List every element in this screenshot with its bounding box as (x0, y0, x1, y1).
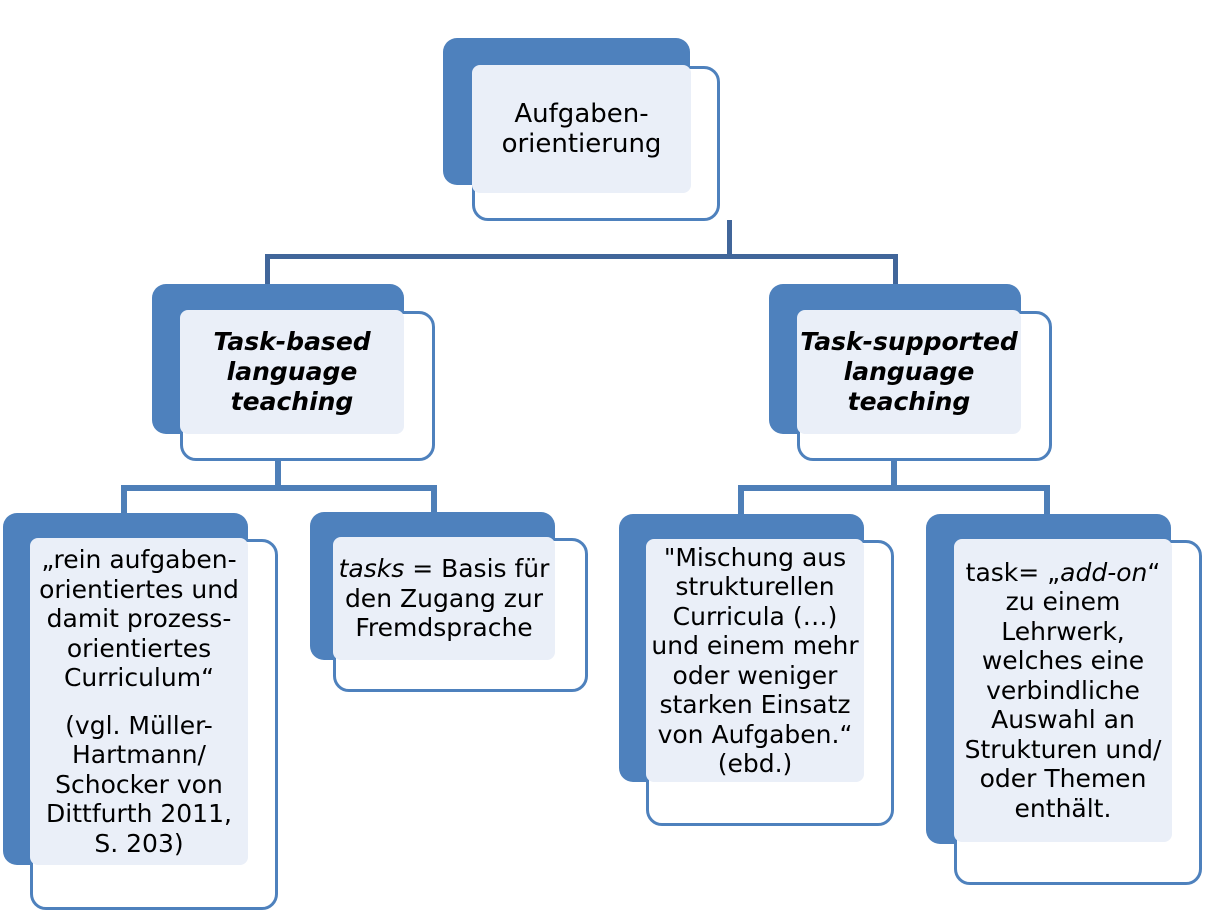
connector-right-branch-stem (891, 460, 897, 488)
node-task-based-language-teaching[interactable]: Task-based language teaching (152, 284, 442, 474)
node-leaf3-quote: "Mischung aus strukturellen Curricula (…… (651, 542, 859, 749)
node-leaf-tasks-basis[interactable]: tasks = Basis für den Zugang zur Fremdsp… (310, 512, 600, 702)
node-leaf4-prefix: task= „ (965, 557, 1061, 587)
node-task-supported-line1: Task-supported (800, 327, 1018, 356)
connector-level1-horizontal (265, 254, 898, 259)
node-task-based-panel: Task-based language teaching (180, 310, 404, 434)
node-leaf1-quote: „rein aufgaben-orientiertes und damit pr… (39, 545, 239, 692)
node-task-supported-panel: Task-supported language teaching (797, 310, 1021, 434)
node-task-supported-language-teaching[interactable]: Task-supported language teaching (769, 284, 1064, 474)
node-task-based-line2: language (226, 357, 358, 386)
node-leaf3-citation: (ebd.) (717, 749, 793, 778)
node-root-line1: Aufgaben- (514, 98, 649, 129)
node-task-supported-line3: teaching (847, 387, 971, 416)
node-leaf-curriculum-quote[interactable]: „rein aufgaben-orientiertes und damit pr… (3, 513, 293, 913)
connector-left-branch-stem (275, 460, 281, 488)
node-leaf3-panel: "Mischung aus strukturellen Curricula (…… (646, 539, 864, 782)
connector-right-branch-leg-leaf4 (1044, 485, 1050, 514)
node-root-panel: Aufgaben- orientierung (472, 65, 691, 193)
node-leaf2-term: tasks (338, 554, 405, 584)
node-root-line2: orientierung (501, 129, 662, 159)
node-task-based-line3: teaching (230, 387, 354, 416)
connector-left-branch-leg-leaf1 (121, 485, 127, 513)
node-task-supported-line2: language (843, 357, 975, 386)
node-root[interactable]: Aufgaben- orientierung (443, 38, 733, 228)
connector-level1-right-leg (893, 254, 898, 287)
node-leaf1-panel: „rein aufgaben-orientiertes und damit pr… (30, 538, 248, 865)
connector-right-branch-leg-leaf3 (738, 485, 744, 514)
node-task-based-line1: Task-based (213, 327, 371, 356)
node-leaf4-suffix: “ (1147, 557, 1161, 587)
connector-right-branch-horizontal (738, 485, 1050, 491)
node-leaf4-term: add-on (1060, 557, 1148, 587)
connector-root-stem (727, 220, 732, 258)
node-leaf-mischung-quote[interactable]: "Mischung aus strukturellen Curricula (…… (619, 514, 909, 834)
node-leaf-task-add-on[interactable]: task= „add-on“ zu einem Lehrwerk, welche… (926, 514, 1212, 894)
connector-left-branch-horizontal (121, 485, 437, 491)
node-leaf1-citation: (vgl. Müller-Hartmann/ Schocker von Ditt… (46, 710, 232, 858)
connector-left-branch-leg-leaf2 (431, 485, 437, 513)
node-leaf2-panel: tasks = Basis für den Zugang zur Fremdsp… (333, 537, 555, 660)
node-leaf2-rest: = Basis für den Zugang zur Fremdsprache (344, 554, 550, 643)
node-leaf4-rest: zu einem Lehrwerk, welches eine verbindl… (964, 587, 1162, 823)
connector-level1-left-leg (265, 254, 270, 287)
node-leaf4-panel: task= „add-on“ zu einem Lehrwerk, welche… (954, 539, 1172, 842)
